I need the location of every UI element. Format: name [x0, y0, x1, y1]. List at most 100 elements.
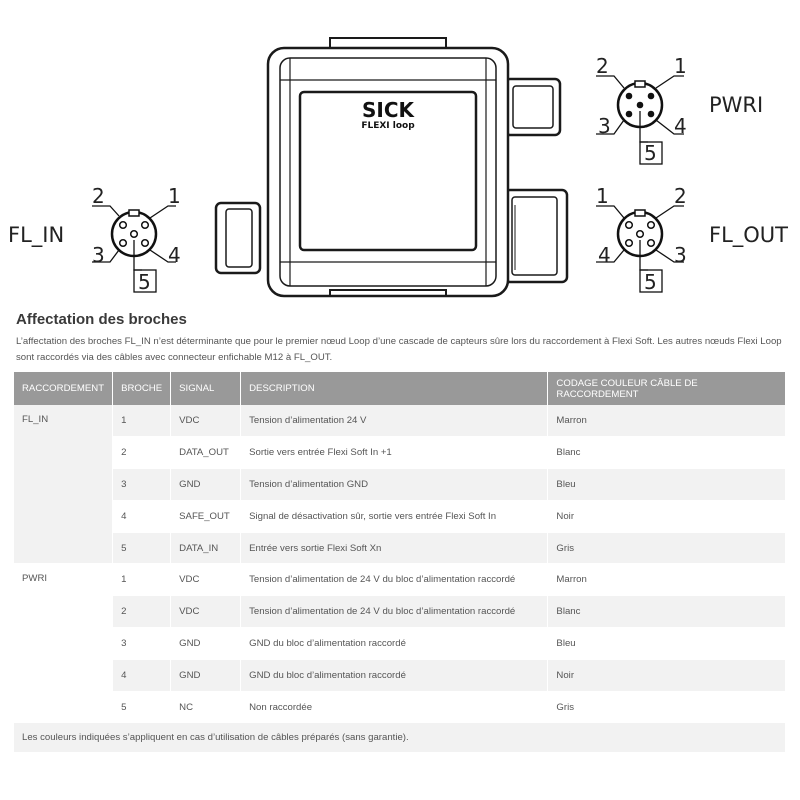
- pin-cell: 2: [112, 436, 172, 470]
- pin-dot: [636, 101, 644, 109]
- pin-dot: [129, 229, 139, 239]
- pin-dot: [635, 229, 645, 239]
- pin-number: 4: [168, 243, 181, 267]
- description-cell: Tension d’alimentation de 24 V du bloc d…: [240, 563, 549, 597]
- table-row: 5 NC Non raccordée Gris: [14, 691, 786, 724]
- pin-number: 5: [644, 270, 657, 294]
- description-cell: Tension d’alimentation 24 V: [240, 405, 549, 438]
- pin-dot: [140, 238, 150, 248]
- pin-dot: [646, 220, 656, 230]
- pin-number: 3: [674, 243, 687, 267]
- signal-cell: DATA_IN: [170, 532, 242, 565]
- pin-number: 4: [598, 243, 611, 267]
- description-cell: Sortie vers entrée Flexi Soft In +1: [240, 436, 549, 470]
- signal-cell: NC: [170, 691, 242, 724]
- connector-pwri: 2 1 3 4 5 PWRI: [596, 54, 763, 165]
- column-header: BROCHE: [112, 372, 172, 405]
- color-cell: Gris: [547, 691, 786, 724]
- table-row: 4 SAFE_OUT Signal de désactivation sûr, …: [14, 500, 786, 533]
- pin-dot: [625, 110, 633, 118]
- pin-dot: [624, 238, 634, 248]
- signal-cell: DATA_OUT: [170, 436, 242, 470]
- pin-number: 2: [596, 54, 609, 78]
- description-cell: Non raccordée: [240, 691, 549, 724]
- signal-cell: GND: [170, 627, 242, 660]
- pin-dot: [140, 220, 150, 230]
- signal-cell: VDC: [170, 595, 242, 629]
- table-note: Les couleurs indiquées s’appliquent en c…: [14, 722, 786, 754]
- device-brand: SICK: [362, 98, 416, 122]
- table-row: 3 GND Tension d’alimentation GND Bleu: [14, 468, 786, 501]
- table-row: 4 GND GND du bloc d’alimentation raccord…: [14, 659, 786, 692]
- pin-dot: [647, 92, 655, 100]
- color-cell: Marron: [547, 563, 786, 597]
- connector-fl-out: 1 2 4 3 5 FL_OUT: [596, 184, 788, 294]
- device-product: FLEXI loop: [361, 121, 415, 131]
- pin-dot: [625, 92, 633, 100]
- pin-number: 1: [596, 184, 609, 208]
- pin-dot: [624, 220, 634, 230]
- signal-cell: VDC: [170, 405, 242, 438]
- pin-dot: [647, 110, 655, 118]
- signal-cell: GND: [170, 468, 242, 501]
- table-row: PWRI 1 VDC Tension d’alimentation de 24 …: [14, 563, 786, 724]
- pin-cell: 1: [112, 405, 172, 438]
- connector-label: PWRI: [709, 93, 763, 117]
- pin-number: 2: [92, 184, 105, 208]
- table-row: 2 VDC Tension d’alimentation de 24 V du …: [14, 595, 786, 629]
- group-label: FL_IN: [14, 405, 114, 565]
- description-cell: GND du bloc d’alimentation raccordé: [240, 627, 549, 660]
- pin-number: 1: [674, 54, 687, 78]
- pin-cell: 5: [112, 691, 172, 724]
- pin-dot: [646, 238, 656, 248]
- signal-cell: SAFE_OUT: [170, 500, 242, 533]
- description-cell: GND du bloc d’alimentation raccordé: [240, 659, 549, 692]
- color-cell: Bleu: [547, 468, 786, 501]
- connector-label: FL_IN: [8, 223, 64, 248]
- pin-dot: [118, 238, 128, 248]
- pin-cell: 3: [112, 627, 172, 660]
- section-title: Affectation des broches: [16, 311, 187, 328]
- table-header-row: RACCORDEMENT BROCHE SIGNAL DESCRIPTION C…: [14, 372, 786, 405]
- color-cell: Noir: [547, 659, 786, 692]
- pin-number: 5: [644, 141, 657, 165]
- column-header: RACCORDEMENT: [14, 372, 114, 405]
- pin-assignment-table: RACCORDEMENT BROCHE SIGNAL DESCRIPTION C…: [14, 372, 786, 754]
- pin-number: 2: [674, 184, 687, 208]
- pin-cell: 5: [112, 532, 172, 565]
- color-cell: Gris: [547, 532, 786, 565]
- pin-dot: [118, 220, 128, 230]
- pin-cell: 1: [112, 563, 172, 597]
- table-note-row: Les couleurs indiquées s’appliquent en c…: [14, 722, 786, 754]
- column-header: DESCRIPTION: [240, 372, 549, 405]
- column-header: CODAGE COULEUR CÂBLE DE RACCORDEMENT: [547, 372, 786, 405]
- pin-number: 4: [674, 114, 687, 138]
- table-row: 3 GND GND du bloc d’alimentation raccord…: [14, 627, 786, 660]
- pin-number: 1: [168, 184, 181, 208]
- pin-number: 3: [598, 114, 611, 138]
- column-header: SIGNAL: [170, 372, 242, 405]
- device-body: [214, 37, 569, 298]
- description-cell: Signal de désactivation sûr, sortie vers…: [240, 500, 549, 533]
- device-diagram: SICK FLEXI loop 2 1 3 4 5 FL_IN: [8, 37, 788, 298]
- pin-number: 5: [138, 270, 151, 294]
- section-intro: L’affectation des broches FL_IN n’est dé…: [16, 336, 782, 363]
- pin-number: 3: [92, 243, 105, 267]
- group-label: PWRI: [14, 563, 114, 724]
- table-row: 5 DATA_IN Entrée vers sortie Flexi Soft …: [14, 532, 786, 565]
- connector-label: FL_OUT: [709, 223, 788, 248]
- pin-cell: 2: [112, 595, 172, 629]
- table-row: FL_IN 1 VDC Tension d’alimentation 24 V …: [14, 405, 786, 565]
- connector-fl-in: 2 1 3 4 5 FL_IN: [8, 184, 181, 294]
- color-cell: Noir: [547, 500, 786, 533]
- pin-cell: 3: [112, 468, 172, 501]
- pin-cell: 4: [112, 659, 172, 692]
- pin-cell: 4: [112, 500, 172, 533]
- table-row: 2 DATA_OUT Sortie vers entrée Flexi Soft…: [14, 436, 786, 470]
- description-cell: Tension d’alimentation de 24 V du bloc d…: [240, 595, 549, 629]
- description-cell: Entrée vers sortie Flexi Soft Xn: [240, 532, 549, 565]
- color-cell: Bleu: [547, 627, 786, 660]
- description-cell: Tension d’alimentation GND: [240, 468, 549, 501]
- signal-cell: GND: [170, 659, 242, 692]
- color-cell: Blanc: [547, 595, 786, 629]
